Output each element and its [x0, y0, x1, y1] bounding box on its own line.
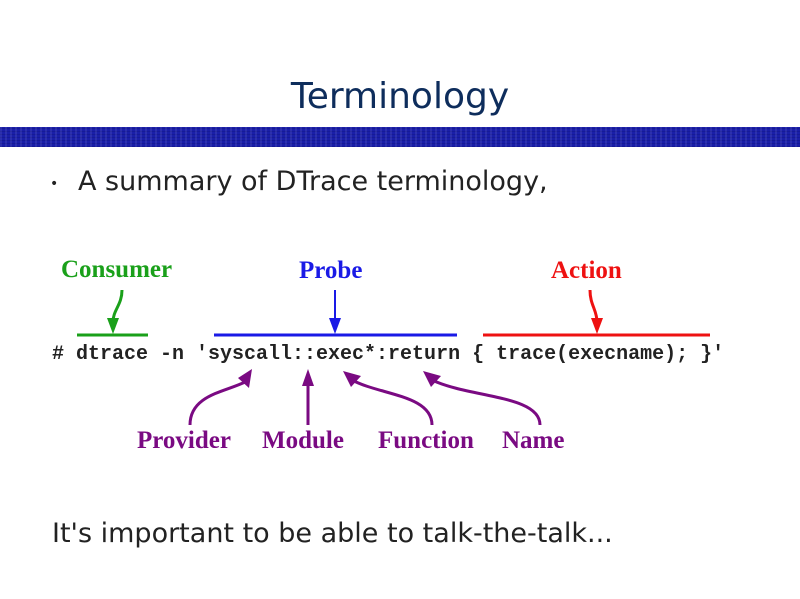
bullet-icon: •: [50, 176, 59, 192]
provider-label: Provider: [137, 427, 231, 454]
module-arrow: [302, 369, 314, 425]
name-arrow: [423, 371, 542, 426]
action-label: Action: [551, 257, 622, 284]
function-arrow: [343, 371, 434, 426]
dtrace-command: # dtrace -n 'syscall::exec*:return { tra…: [52, 343, 725, 366]
action-arrow: [588, 289, 603, 334]
probe-label: Probe: [299, 257, 363, 284]
function-label: Function: [378, 427, 474, 454]
slide-title: Terminology: [290, 76, 510, 117]
consumer-label: Consumer: [61, 256, 173, 283]
bullet-text: A summary of DTrace terminology,: [78, 166, 548, 197]
footer-text: It's important to be able to talk-the-ta…: [52, 518, 613, 549]
provider-arrow: [188, 369, 252, 426]
consumer-arrow: [107, 289, 124, 334]
module-label: Module: [262, 427, 344, 454]
probe-arrow: [329, 290, 341, 334]
title-divider-band: [0, 127, 800, 147]
name-label: Name: [502, 427, 565, 454]
